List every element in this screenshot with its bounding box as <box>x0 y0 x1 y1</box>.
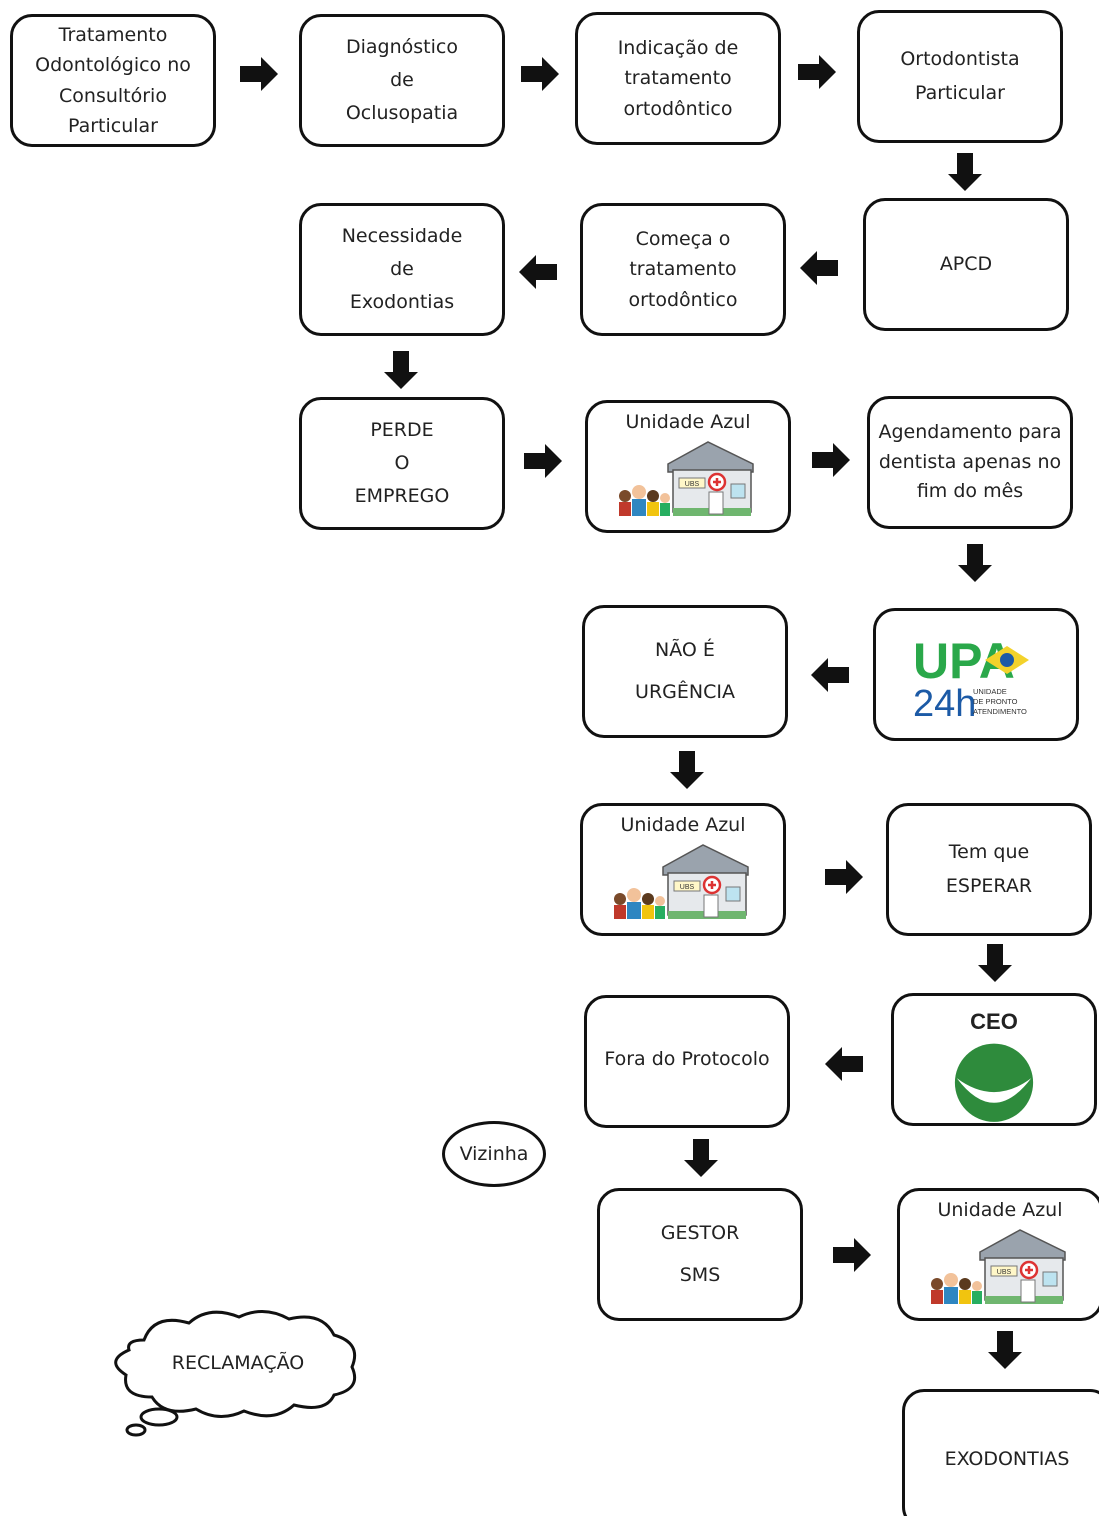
node-vizinha: Vizinha <box>442 1121 546 1187</box>
node-unidade-azul-3: Unidade Azul UBS <box>897 1188 1099 1321</box>
arrow-right-icon <box>240 57 278 91</box>
arrow-down-icon <box>670 751 704 789</box>
arrow-left-icon <box>519 255 557 289</box>
node-text: Diagnóstico <box>346 35 458 58</box>
node-fora-protocolo: Fora do Protocolo <box>584 995 790 1128</box>
node-text: CEO <box>970 1009 1018 1034</box>
node-text: de <box>390 257 414 280</box>
node-text: Exodontias <box>349 291 455 314</box>
node-text: Tratamento <box>58 23 168 46</box>
node-upa-24h: UPA 24h UNIDADE DE PRONTO ATENDIMENTO <box>873 608 1079 741</box>
arrow-right-icon <box>825 860 863 894</box>
node-perde-emprego: PERDE O EMPREGO <box>299 397 505 530</box>
node-tratamento-odontologico: Tratamento Odontológico no Consultório P… <box>10 14 216 147</box>
arrow-down-icon <box>958 544 992 582</box>
upa-logo-caption: UNIDADE <box>973 687 1007 696</box>
svg-text:UBS: UBS <box>685 481 700 488</box>
upa-logo-caption: DE PRONTO <box>973 697 1018 706</box>
ubs-house-illustration: UBS <box>614 843 749 919</box>
arrow-down-icon <box>384 351 418 389</box>
node-text: tratamento <box>624 67 732 90</box>
node-text: de <box>390 68 414 91</box>
ubs-house-illustration: UBS <box>619 440 754 516</box>
node-tem-que-esperar: Tem que ESPERAR <box>886 803 1092 936</box>
node-text: EMPREGO <box>354 485 450 508</box>
node-text: ESPERAR <box>945 874 1033 897</box>
arrow-right-icon <box>812 443 850 477</box>
ceo-logo <box>954 1043 1034 1123</box>
svg-text:UBS: UBS <box>680 884 695 891</box>
node-text: Tem que <box>948 841 1030 864</box>
node-text: Unidade Azul <box>625 411 751 433</box>
reclamacao-cloud: RECLAMAÇÃO <box>114 1310 357 1437</box>
arrow-right-icon <box>833 1238 871 1272</box>
node-agendamento: Agendamento para dentista apenas no fim … <box>867 396 1073 529</box>
node-gestor-sms: GESTOR SMS <box>597 1188 803 1321</box>
node-text: Começa o <box>635 227 731 250</box>
arrow-down-icon <box>948 153 982 191</box>
arrow-down-icon <box>978 944 1012 982</box>
svg-text:UBS: UBS <box>997 1269 1012 1276</box>
node-text: EXODONTIAS <box>944 1447 1070 1470</box>
node-text: Agendamento para <box>878 421 1062 444</box>
node-text: Oclusopatia <box>345 102 459 125</box>
node-text: Ortodontista <box>900 48 1020 71</box>
node-text: Odontológico no <box>35 54 191 77</box>
node-text: Unidade Azul <box>937 1199 1063 1221</box>
node-text: GESTOR <box>660 1222 740 1245</box>
node-text: Necessidade <box>341 224 463 247</box>
node-diagnostico: Diagnóstico de Oclusopatia <box>299 14 505 147</box>
arrow-left-icon <box>825 1047 863 1081</box>
node-text: PERDE <box>370 418 434 441</box>
node-text: Indicação de <box>617 36 739 59</box>
node-ceo: CEO <box>891 993 1097 1126</box>
upa-24h-logo: UPA 24h UNIDADE DE PRONTO ATENDIMENTO <box>913 633 1029 720</box>
node-text: Vizinha <box>459 1143 529 1165</box>
arrow-left-icon <box>811 658 849 692</box>
node-text: APCD <box>939 253 993 275</box>
node-text: ortodôntico <box>628 288 738 311</box>
arrow-right-icon <box>521 57 559 91</box>
node-text: NÃO É <box>655 639 715 662</box>
node-text: SMS <box>679 1263 721 1286</box>
node-text: ortodôntico <box>623 97 733 120</box>
upa-logo-sub: 24h <box>913 683 976 720</box>
node-text: dentista apenas no <box>878 450 1062 473</box>
arrow-right-icon <box>798 55 836 89</box>
arrow-left-icon <box>800 251 838 285</box>
node-unidade-azul-2: Unidade Azul UBS <box>580 803 786 936</box>
node-text: O <box>394 451 410 474</box>
node-text: tratamento <box>629 258 737 281</box>
node-text: Consultório <box>59 84 167 107</box>
reclamacao-label: RECLAMAÇÃO <box>172 1351 304 1374</box>
node-unidade-azul-1: Unidade Azul UBS <box>585 400 791 533</box>
ubs-house-illustration: UBS <box>931 1228 1066 1304</box>
node-ortodontista-particular: Ortodontista Particular <box>857 10 1063 143</box>
arrow-down-icon <box>988 1331 1022 1369</box>
node-text: Fora do Protocolo <box>604 1048 770 1070</box>
node-necessidade: Necessidade de Exodontias <box>299 203 505 336</box>
node-text: Unidade Azul <box>620 814 746 836</box>
arrow-down-icon <box>684 1139 718 1177</box>
node-text: URGÊNCIA <box>635 680 735 703</box>
node-text: Particular <box>67 114 158 137</box>
node-comeca-tratamento: Começa o tratamento ortodôntico <box>580 203 786 336</box>
node-text: Particular <box>914 81 1005 104</box>
node-nao-urgencia: NÃO É URGÊNCIA <box>582 605 788 738</box>
node-text: fim do mês <box>916 480 1024 503</box>
node-exodontias: EXODONTIAS <box>902 1389 1099 1516</box>
arrow-right-icon <box>524 444 562 478</box>
node-indicacao: Indicação de tratamento ortodôntico <box>575 12 781 145</box>
node-apcd: APCD <box>863 198 1069 331</box>
upa-logo-caption: ATENDIMENTO <box>973 707 1027 716</box>
